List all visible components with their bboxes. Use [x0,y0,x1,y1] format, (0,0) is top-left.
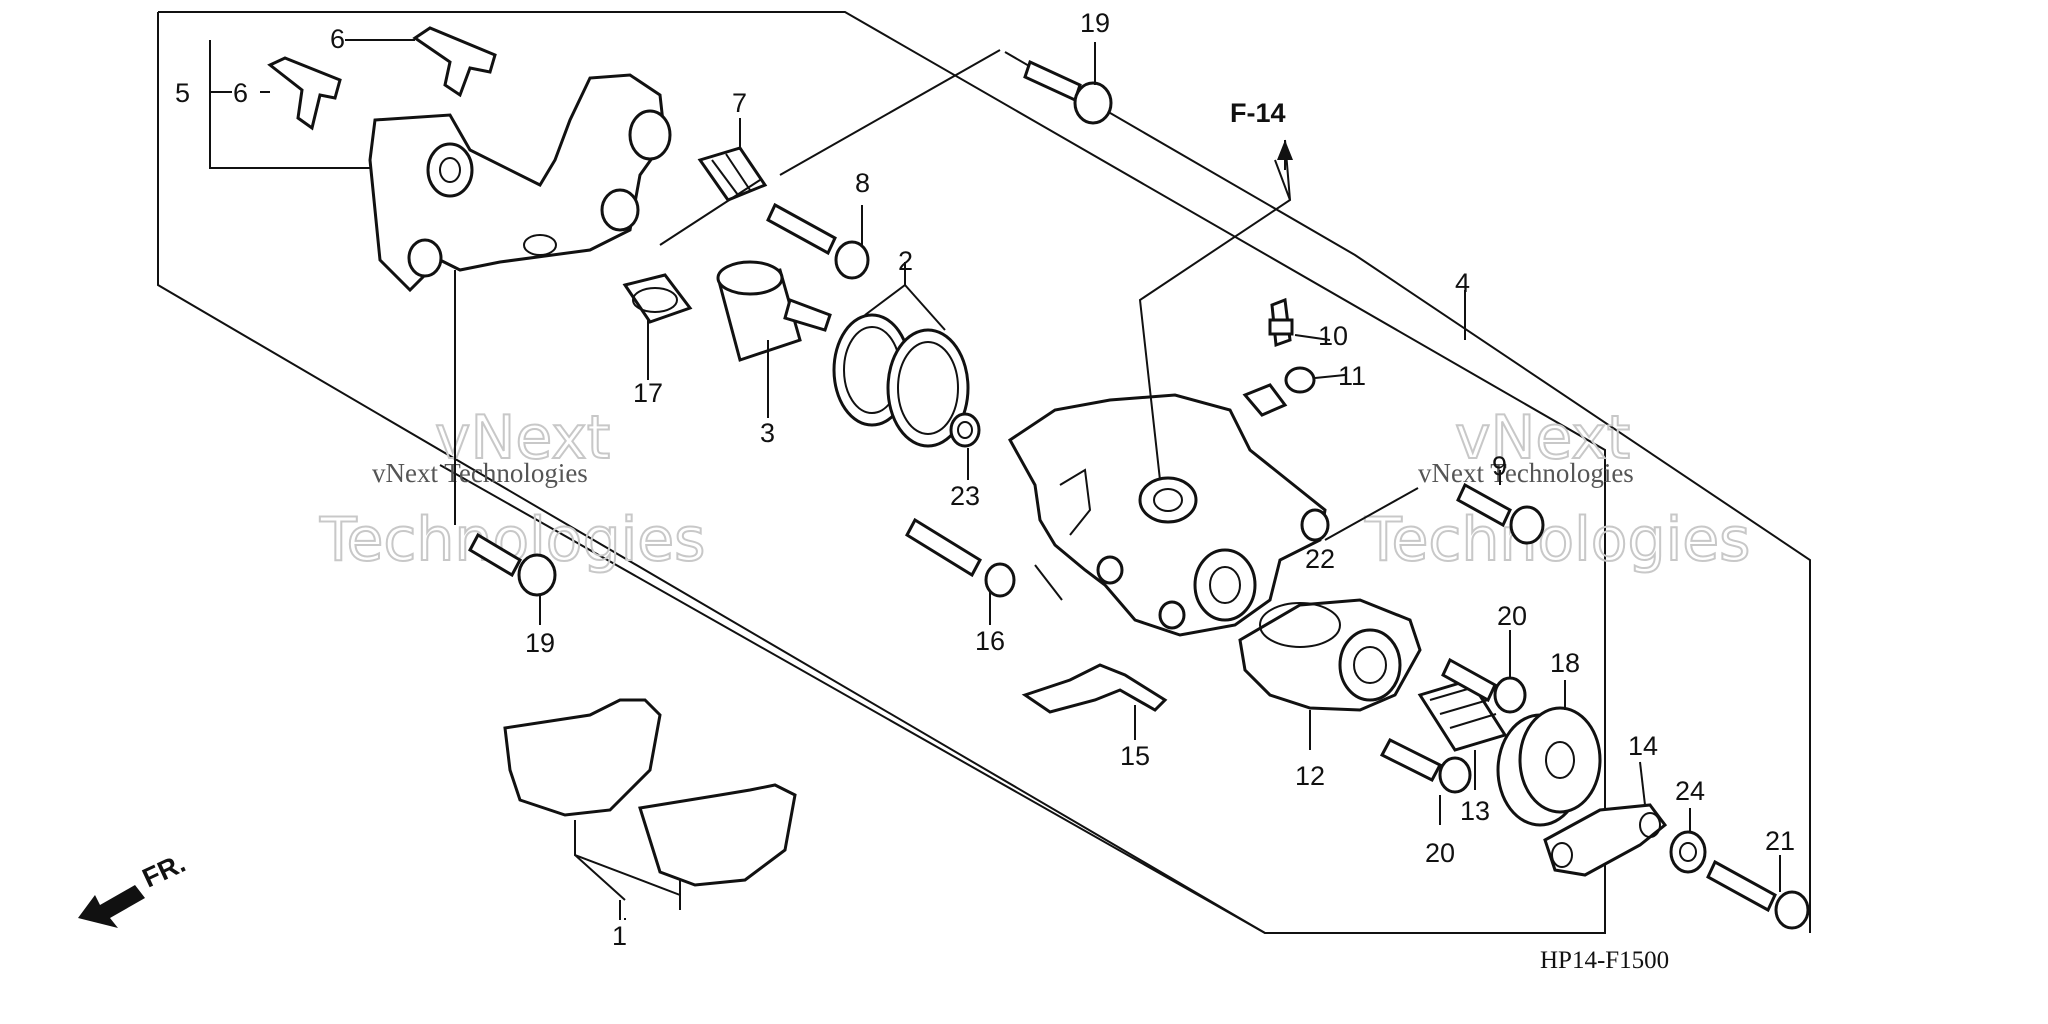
slide-pin-8 [766,202,870,280]
link-plate [1543,803,1668,877]
bolt-21 [1706,859,1810,930]
bolt-19-bottom [468,532,557,597]
bolt-20-lower [1379,738,1472,794]
callout-18: 18 [1550,648,1580,678]
callout-17: 17 [633,378,663,408]
callout-15: 15 [1120,741,1150,771]
callout-6-lower: 6 [233,78,248,108]
watermark-right: vNext Technologies vNext Technologies [1363,402,1751,576]
callout-24: 24 [1675,776,1705,806]
callout-1: 1 [612,921,627,951]
watermark-text: vNext [435,403,610,473]
bleeder-cap [1242,366,1316,417]
bolt-9 [1456,482,1545,545]
bolt-19-top [1023,59,1113,125]
pad-retainer-clip [1021,663,1168,714]
callout-2: 2 [898,246,913,276]
callout-19-bottom: 19 [525,628,555,658]
bleeder-valve [1268,297,1294,348]
leader-lines [209,39,1781,920]
spring-13 [1417,678,1508,752]
assembly-frame-right [439,51,1811,934]
brake-pad-outer [503,698,662,817]
seal-washer-23 [949,412,981,448]
callout-11: 11 [1338,361,1366,391]
figure-code: HP14-F1500 [1540,947,1669,974]
callout-labels: 5 6 6 19 7 8 2 17 3 23 19 16 15 12 13 20… [138,8,1795,974]
callout-9: 9 [1492,451,1507,481]
callout-19-top: 19 [1080,8,1110,38]
watermark-text: Technologies [1364,505,1750,575]
callout-20-lower: 20 [1425,838,1455,868]
boot-pin-17 [622,273,693,324]
watermark-caption: vNext Technologies [372,458,588,488]
caliper-body [1008,393,1330,637]
callout-8: 8 [855,168,870,198]
nut-24 [1669,830,1707,874]
callout-4: 4 [1455,268,1470,298]
callout-6-upper: 6 [330,24,345,54]
front-direction-arrow [78,885,145,928]
brake-pad-inner [638,783,797,887]
assembly-frame-left [157,11,1606,934]
callout-21: 21 [1765,826,1795,856]
bolt-20-upper [1441,657,1527,714]
front-direction-label: FR. [138,848,190,894]
callout-20-upper: 20 [1497,601,1527,631]
callout-22: 22 [1305,544,1335,574]
callout-5: 5 [175,78,190,108]
callout-23: 23 [950,481,980,511]
pad-spring-upper [412,26,497,98]
piston-seals [832,313,970,448]
bearing-18 [1496,706,1602,827]
slide-pin-16 [905,517,1063,601]
callout-3: 3 [760,418,775,448]
callout-16: 16 [975,626,1005,656]
boot-pin-7 [697,146,768,202]
callout-13: 13 [1460,796,1490,826]
pad-spring-lower [267,56,342,131]
callout-12: 12 [1295,761,1325,791]
caliper-bracket [368,73,672,293]
piston [716,260,832,362]
callout-10: 10 [1318,321,1348,351]
watermark-caption: vNext Technologies [1418,458,1634,488]
reference-label: F-14 [1230,98,1286,128]
reference-arrow [1277,140,1293,170]
callout-7: 7 [732,88,747,118]
watermark-left: vNext Technologies vNext Technologies [318,402,706,576]
watermark-text: vNext [1455,403,1630,473]
callout-14: 14 [1628,731,1658,761]
parking-brake-lever [1238,598,1422,712]
